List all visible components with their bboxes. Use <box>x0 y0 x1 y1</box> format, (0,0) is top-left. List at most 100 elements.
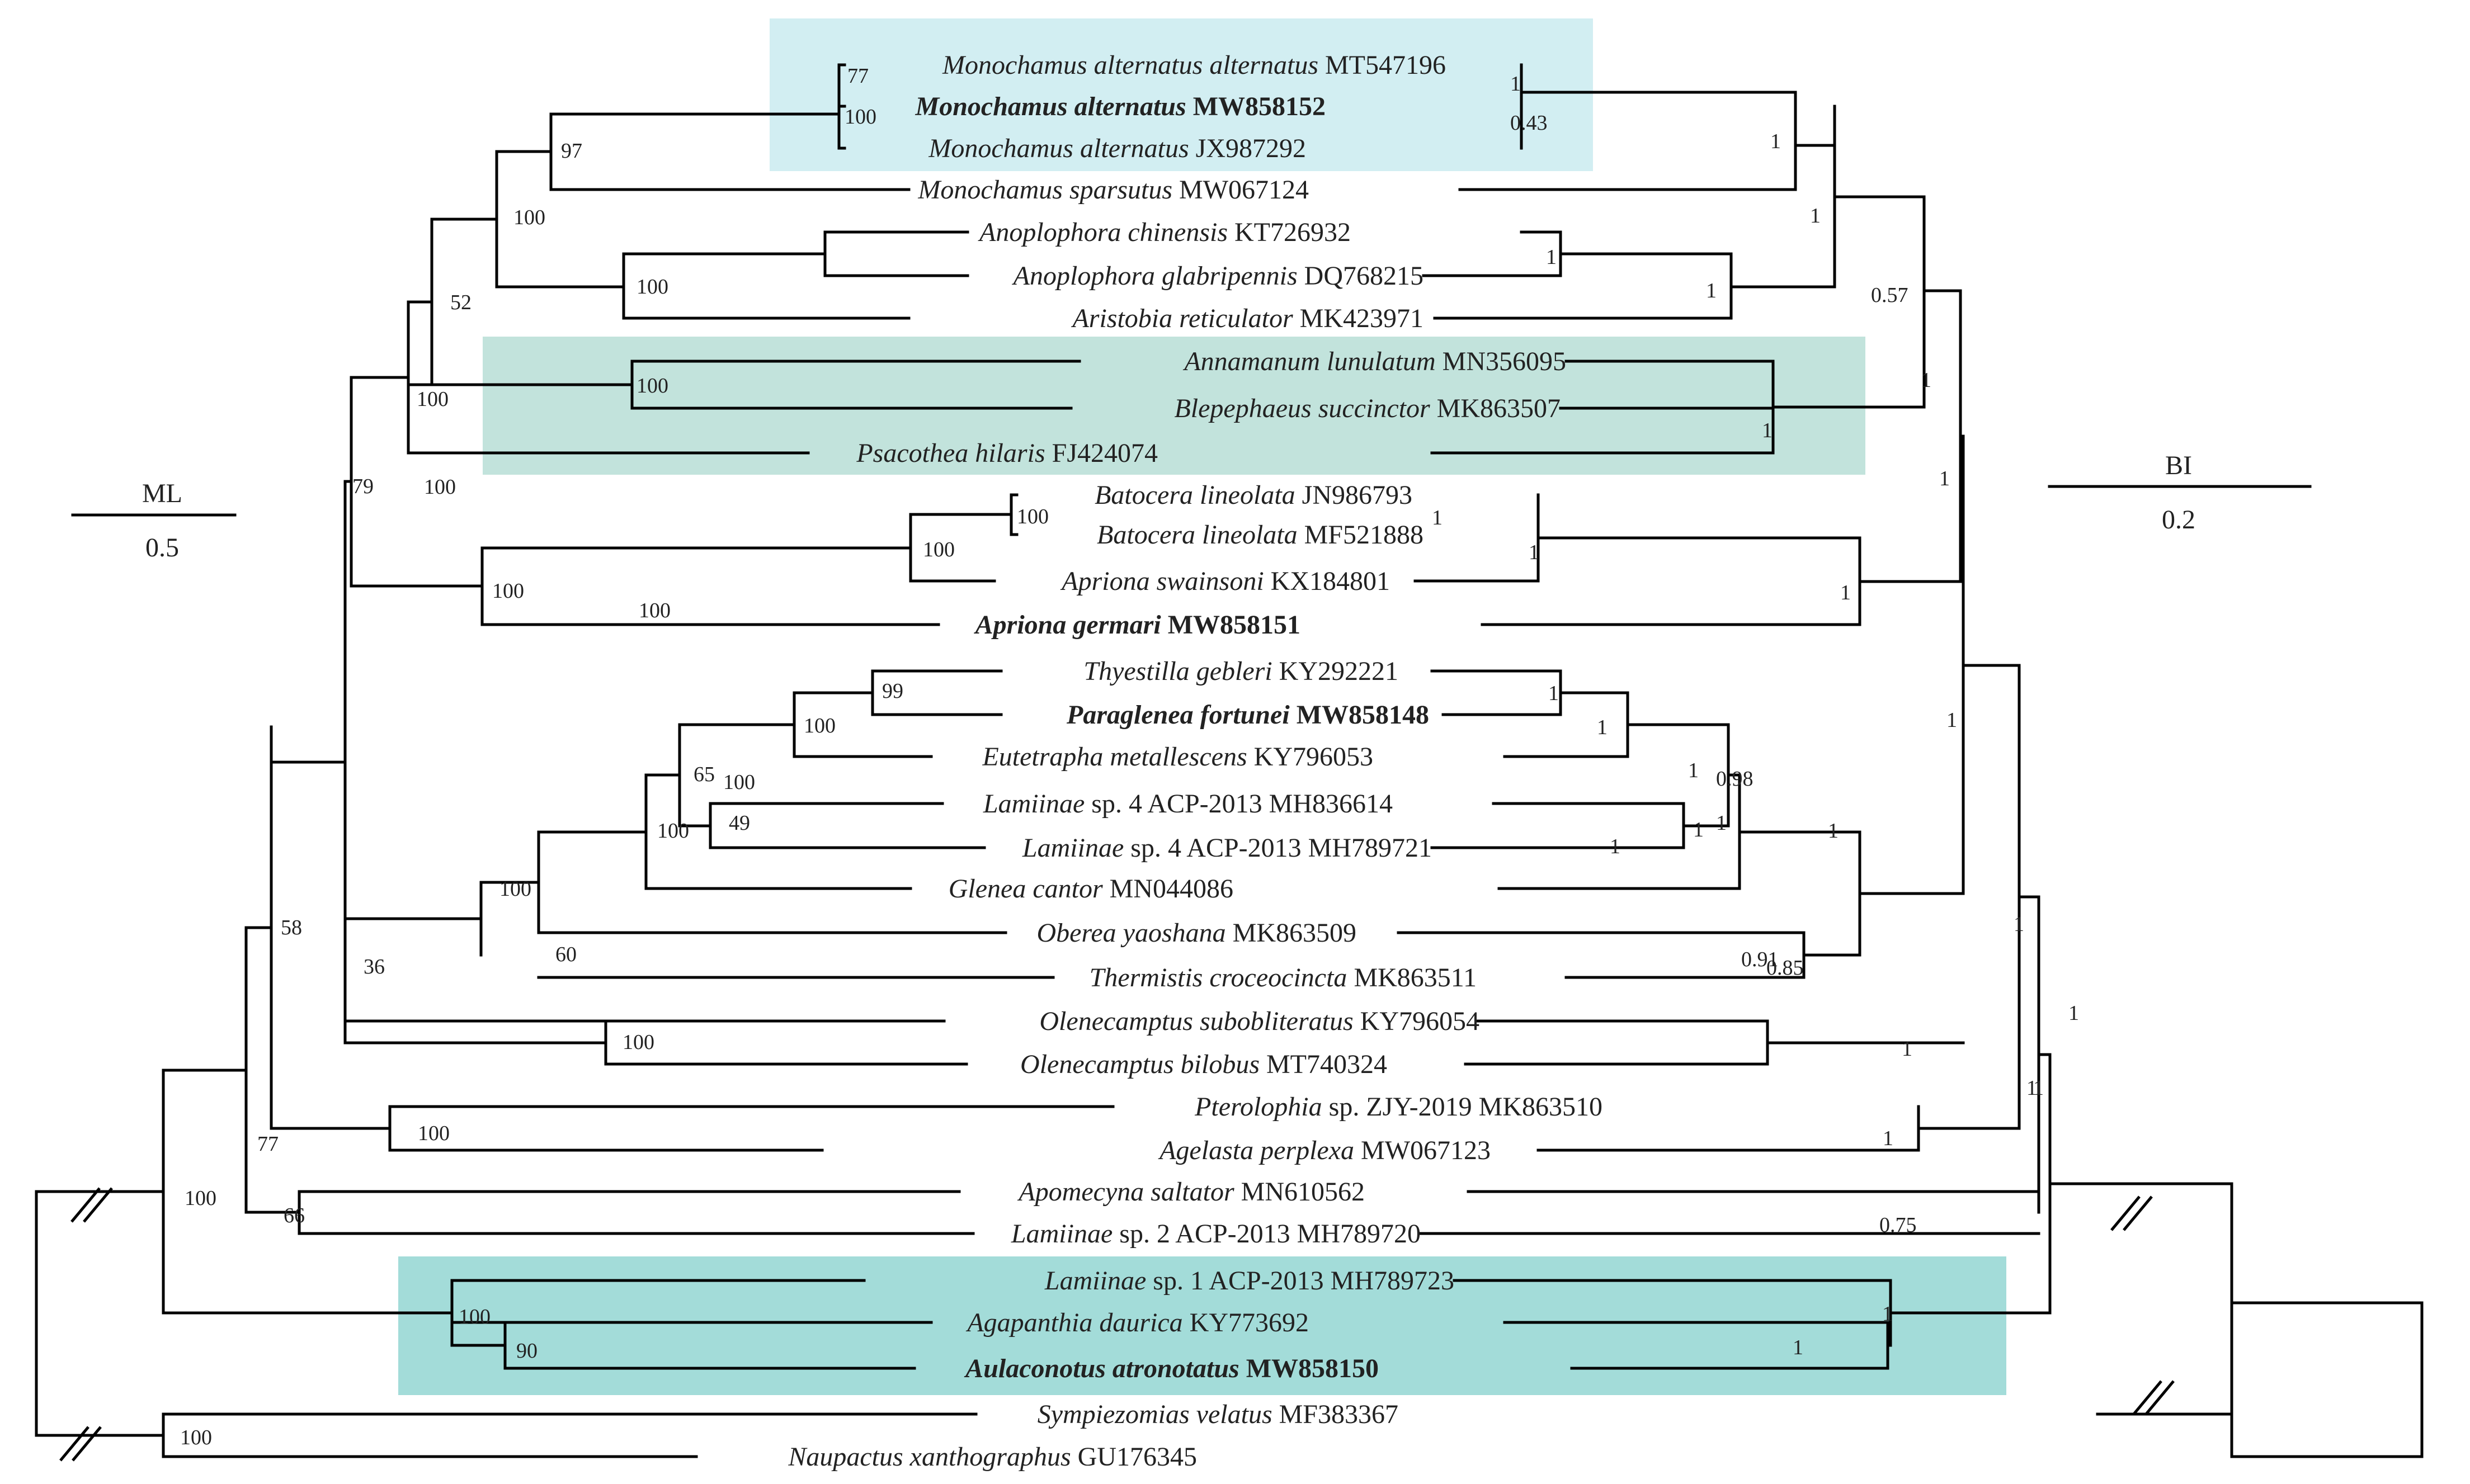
taxon-accession: sp. 4 ACP-2013 MH789721 <box>1124 833 1432 863</box>
taxon-accession: KY292221 <box>1272 656 1398 686</box>
highlight-monochamus-clade <box>770 18 1593 171</box>
bi-support-10: 1 <box>1939 467 1950 490</box>
taxon-label-33: Naupactus xanthographus GU176345 <box>788 1442 1197 1472</box>
bi-support-8: 1 <box>1921 368 1931 392</box>
bi-support-16: 1 <box>1688 759 1699 782</box>
ml-support-6: 100 <box>637 374 668 398</box>
taxon-label-26: Agelasta perplexa MW067123 <box>1158 1136 1491 1165</box>
taxon-name: Apriona germari <box>974 610 1162 640</box>
taxon-accession: MT740324 <box>1260 1050 1387 1079</box>
taxon-label-6: Anoplophora glabripennis DQ768215 <box>1012 261 1423 291</box>
ml-scale-bar: ML 0.5 <box>71 479 237 563</box>
taxon-name: Batocera lineolata <box>1095 480 1295 510</box>
taxon-accession: MF521888 <box>1298 520 1423 550</box>
taxon-name: Agelasta perplexa <box>1158 1136 1354 1165</box>
bi-support-17: 1 <box>1693 818 1704 842</box>
ml-support-11: 100 <box>1017 505 1049 528</box>
bi-support-9: 1 <box>1762 419 1773 442</box>
ml-support-22: 60 <box>555 943 577 966</box>
ml-support-10: 79 <box>352 475 374 498</box>
taxon-label-4: Monochamus sparsutus MW067124 <box>917 175 1309 205</box>
bi-support-12: 1 <box>1529 541 1539 564</box>
ml-support-19: 49 <box>729 811 750 835</box>
bi-scale-bar: BI 0.2 <box>2048 451 2312 535</box>
ml-support-values: 7710097100100100521001007910010010010099… <box>180 64 1049 1449</box>
bi-support-30: 1 <box>1883 1127 1893 1150</box>
taxon-name: Aristobia reticulator <box>1071 304 1293 333</box>
taxon-label-1: Monochamus alternatus alternatus MT54719… <box>942 50 1446 80</box>
taxon-accession: MW858152 <box>1186 92 1326 121</box>
bi-support-33: 1 <box>1793 1336 1803 1359</box>
taxon-label-17: Eutetrapha metallescens KY796053 <box>982 742 1373 772</box>
taxon-label-11: Batocera lineolata JN986793 <box>1095 480 1412 510</box>
ml-support-18: 65 <box>694 763 715 786</box>
taxon-accession: MN610562 <box>1234 1177 1365 1207</box>
bi-support-13: 1 <box>1840 581 1851 604</box>
taxon-name: Sympiezomias velatus <box>1038 1400 1272 1429</box>
taxon-label-27: Apomecyna saltator MN610562 <box>1017 1177 1365 1207</box>
taxon-name: Apomecyna saltator <box>1017 1177 1234 1207</box>
taxon-label-18: Lamiinae sp. 4 ACP-2013 MH836614 <box>983 789 1393 819</box>
bi-support-1: 1 <box>1510 72 1521 96</box>
ml-support-15: 99 <box>882 679 903 703</box>
bi-scale-value: 0.2 <box>2162 505 2195 535</box>
taxon-label-19: Lamiinae sp. 4 ACP-2013 MH789721 <box>1022 833 1432 863</box>
taxon-label-12: Batocera lineolata MF521888 <box>1097 520 1423 550</box>
taxon-name: Psacothea hilaris <box>856 438 1045 468</box>
taxon-name: Apriona swainsoni <box>1060 566 1264 596</box>
ml-support-24: 100 <box>623 1031 654 1054</box>
taxon-name: Monochamus alternatus <box>928 134 1189 163</box>
ml-support-30: 100 <box>459 1305 491 1329</box>
taxon-accession: sp. 4 ACP-2013 MH836614 <box>1085 789 1393 819</box>
break-mark-ml-upper-b <box>83 1187 113 1223</box>
ml-support-25: 58 <box>281 916 302 939</box>
bi-tree-branches <box>1397 63 2424 1458</box>
taxon-accession: MW858151 <box>1161 610 1300 640</box>
taxon-label-30: Agapanthia daurica KY773692 <box>965 1308 1309 1338</box>
taxon-label-14: Apriona germari MW858151 <box>974 610 1300 640</box>
taxon-accession: sp. 2 ACP-2013 MH789720 <box>1113 1219 1421 1249</box>
taxon-label-25: Pterolophia sp. ZJY-2019 MK863510 <box>1194 1092 1602 1122</box>
taxon-name: Anoplophora glabripennis <box>1012 261 1298 291</box>
taxon-name: Lamiinae <box>1011 1219 1113 1249</box>
ml-support-4: 100 <box>513 206 545 229</box>
ml-scale-value: 0.5 <box>145 533 179 563</box>
taxon-accession: KT726932 <box>1228 218 1351 247</box>
taxon-label-7: Aristobia reticulator MK423971 <box>1071 304 1423 333</box>
taxon-name: Thyestilla gebleri <box>1083 656 1272 686</box>
bi-support-21: 1 <box>1716 811 1727 835</box>
taxon-labels: Monochamus alternatus alternatus MT54719… <box>788 50 1602 1472</box>
bi-support-22: 1 <box>1946 708 1957 732</box>
ml-support-28: 66 <box>284 1204 305 1227</box>
ml-support-8: 100 <box>417 387 449 411</box>
bi-support-4: 1 <box>1810 204 1821 228</box>
taxon-label-5: Anoplophora chinensis KT726932 <box>978 218 1351 247</box>
taxon-label-3: Monochamus alternatus JX987292 <box>928 134 1306 163</box>
ml-support-1: 77 <box>847 64 869 88</box>
break-mark-bi-lower-b <box>2144 1380 2175 1416</box>
taxon-accession: KY796054 <box>1354 1006 1479 1036</box>
bi-support-31: 0.75 <box>1879 1213 1917 1237</box>
taxon-accession: MK423971 <box>1293 304 1423 333</box>
taxon-name: Lamiinae <box>983 789 1085 819</box>
taxon-accession: MW067124 <box>1172 175 1309 205</box>
taxon-label-24: Olenecamptus bilobus MT740324 <box>1020 1050 1387 1079</box>
taxon-accession: sp. ZJY-2019 MK863510 <box>1322 1092 1602 1122</box>
ml-support-20: 100 <box>657 819 689 843</box>
taxon-label-15: Thyestilla gebleri KY292221 <box>1083 656 1398 686</box>
ml-support-29: 100 <box>185 1187 216 1210</box>
taxon-label-21: Oberea yaoshana MK863509 <box>1037 918 1357 948</box>
break-mark-bi-upper-a <box>2110 1195 2141 1231</box>
taxon-accession: MK863507 <box>1430 394 1561 423</box>
taxon-name: Naupactus xanthographus <box>788 1442 1071 1472</box>
taxon-accession: KY796053 <box>1247 742 1373 772</box>
taxon-name: Oberea yaoshana <box>1037 918 1226 948</box>
taxon-accession: KX184801 <box>1264 566 1390 596</box>
break-mark-bi-lower-a <box>2132 1380 2162 1416</box>
ml-support-2: 100 <box>845 105 876 129</box>
taxon-name: Lamiinae <box>1022 833 1124 863</box>
ml-support-9: 100 <box>424 475 456 499</box>
taxon-accession: DQ768215 <box>1298 261 1423 291</box>
break-mark-ml-lower-b <box>72 1426 102 1462</box>
taxon-accession: KY773692 <box>1183 1308 1309 1338</box>
